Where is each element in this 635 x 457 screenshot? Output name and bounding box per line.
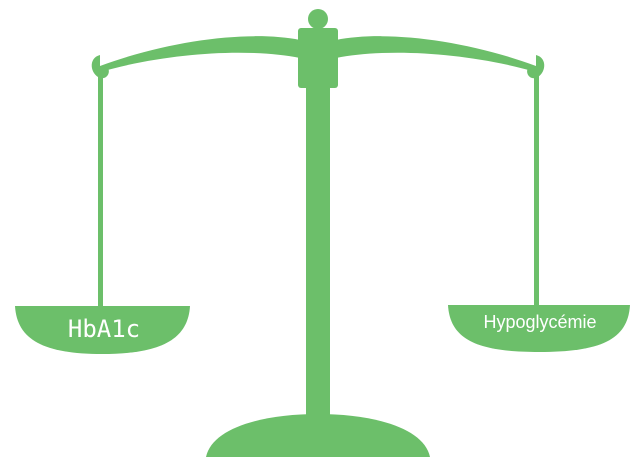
- scale-pillar: [306, 86, 330, 426]
- scale-knob: [308, 9, 328, 29]
- right-pan-label: Hypoglycémie: [450, 307, 630, 337]
- left-pan-label: HbA1c: [18, 309, 190, 349]
- left-string: [98, 72, 103, 312]
- right-string: [534, 72, 539, 310]
